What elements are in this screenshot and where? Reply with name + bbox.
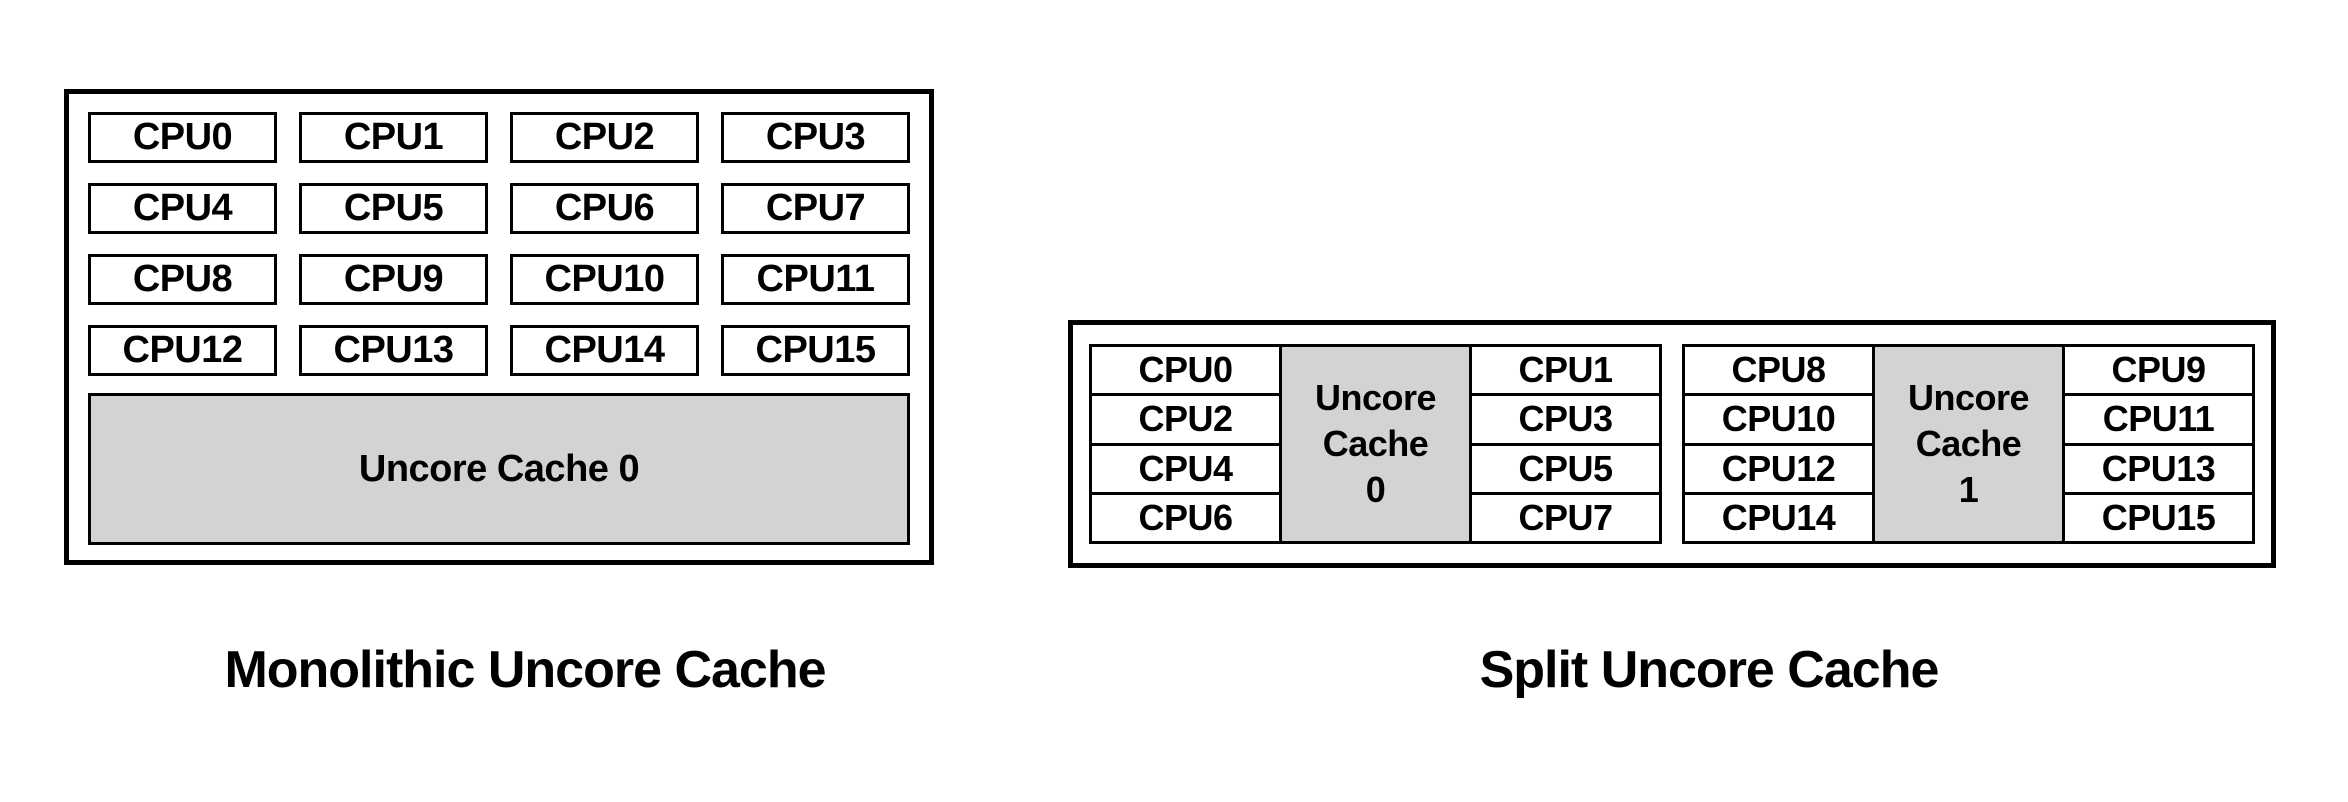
cluster-0-left-cpu-stack: CPU0 CPU2 CPU4 CPU6 bbox=[1089, 344, 1282, 544]
cpu-box: CPU13 bbox=[299, 325, 488, 376]
cpu-box: CPU7 bbox=[721, 183, 910, 234]
cpu-cell: CPU9 bbox=[2065, 347, 2252, 397]
monolithic-caption: Monolithic Uncore Cache bbox=[224, 641, 826, 699]
cpu-cell: CPU10 bbox=[1685, 396, 1872, 446]
split-diagram: CPU0 CPU2 CPU4 CPU6 Uncore Cache 0 CPU1 … bbox=[1068, 320, 2276, 568]
cpu-cell: CPU15 bbox=[2101, 496, 2216, 538]
monolithic-cpu-grid: CPU0 CPU1 CPU2 CPU3 CPU4 CPU5 CPU6 CPU7 … bbox=[88, 112, 910, 376]
cpu-box: CPU0 bbox=[88, 112, 277, 163]
cache-label-line: Cache bbox=[1322, 423, 1429, 464]
cpu-cell: CPU13 bbox=[2065, 446, 2252, 495]
cluster-1-right-cpu-stack: CPU9 CPU11 CPU13 CPU15 bbox=[2062, 344, 2255, 544]
cpu-cell: CPU6 bbox=[1138, 496, 1233, 538]
split-cluster-0: CPU0 CPU2 CPU4 CPU6 Uncore Cache 0 CPU1 … bbox=[1089, 344, 1662, 544]
cpu-box: CPU4 bbox=[88, 183, 277, 234]
cache-label-line: 0 bbox=[1365, 469, 1386, 510]
split-cluster-1: CPU8 CPU10 CPU12 CPU14 Uncore Cache 1 CP… bbox=[1682, 344, 2255, 544]
cache-label-line: Cache bbox=[1915, 423, 2022, 464]
cpu-cell: CPU1 bbox=[1472, 347, 1659, 397]
cluster-1-left-cpu-stack: CPU8 CPU10 CPU12 CPU14 bbox=[1682, 344, 1875, 544]
cpu-cell: CPU14 bbox=[1721, 496, 1836, 538]
split-caption: Split Uncore Cache bbox=[1479, 641, 1940, 699]
cache-label-line: Uncore bbox=[1314, 377, 1437, 418]
uncore-cache-0-box: Uncore Cache 0 bbox=[88, 393, 910, 545]
cpu-box: CPU14 bbox=[510, 325, 699, 376]
cpu-box: CPU15 bbox=[721, 325, 910, 376]
cpu-box: CPU1 bbox=[299, 112, 488, 163]
monolithic-diagram: CPU0 CPU1 CPU2 CPU3 CPU4 CPU5 CPU6 CPU7 … bbox=[64, 89, 934, 565]
cpu-box: CPU10 bbox=[510, 254, 699, 305]
cpu-cell: CPU4 bbox=[1092, 446, 1279, 495]
cluster-0-right-cpu-stack: CPU1 CPU3 CPU5 CPU7 bbox=[1469, 344, 1662, 544]
cache-label-line: Uncore bbox=[1907, 377, 2030, 418]
uncore-cache-1-box-split: Uncore Cache 1 bbox=[1872, 344, 2065, 544]
cpu-cell: CPU2 bbox=[1092, 396, 1279, 446]
cpu-box: CPU5 bbox=[299, 183, 488, 234]
cpu-box: CPU2 bbox=[510, 112, 699, 163]
cpu-cell: CPU11 bbox=[2065, 396, 2252, 446]
cache-label-line: 1 bbox=[1958, 469, 1979, 510]
cpu-box: CPU9 bbox=[299, 254, 488, 305]
uncore-cache-0-box-split: Uncore Cache 0 bbox=[1279, 344, 1472, 544]
cpu-box: CPU3 bbox=[721, 112, 910, 163]
cpu-cell: CPU5 bbox=[1472, 446, 1659, 495]
cpu-box: CPU11 bbox=[721, 254, 910, 305]
cpu-cell: CPU3 bbox=[1472, 396, 1659, 446]
cpu-box: CPU6 bbox=[510, 183, 699, 234]
cpu-box: CPU8 bbox=[88, 254, 277, 305]
cpu-cell: CPU7 bbox=[1518, 496, 1613, 538]
cpu-cell: CPU12 bbox=[1685, 446, 1872, 495]
cpu-box: CPU12 bbox=[88, 325, 277, 376]
cpu-cell: CPU0 bbox=[1092, 347, 1279, 397]
cpu-cell: CPU8 bbox=[1685, 347, 1872, 397]
